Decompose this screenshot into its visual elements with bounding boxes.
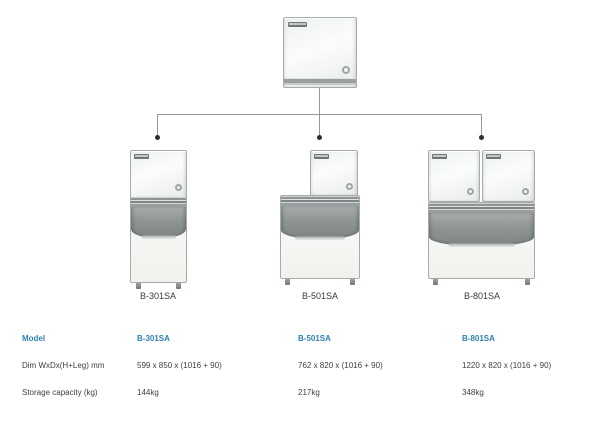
storage-bin (428, 202, 535, 279)
round-knob-icon (175, 184, 182, 191)
spec-row-model: Model B-301SA B-501SA B-801SA (0, 334, 600, 346)
round-knob-icon (346, 183, 353, 190)
machine-leg (285, 278, 290, 285)
door-handle (295, 236, 345, 240)
unit-caption: B-801SA (463, 291, 501, 301)
machine-head (428, 150, 480, 202)
spec-cell: B-501SA (298, 334, 331, 343)
vent-band (131, 197, 186, 207)
unit-caption: B-301SA (139, 291, 177, 301)
bin-door (429, 213, 534, 246)
unit-B-501SA (280, 150, 360, 290)
machine-leg (136, 282, 141, 289)
spec-cell: 762 x 820 x (1016 + 90) (298, 361, 383, 370)
unit-B-301SA (130, 150, 187, 290)
vent-band (429, 203, 534, 213)
spec-row-header: Storage capacity (kg) (22, 388, 98, 397)
nameplate (432, 154, 447, 159)
machine-head (482, 150, 535, 202)
connector-line (319, 88, 320, 115)
nameplate (134, 154, 149, 159)
spec-cell: 1220 x 820 x (1016 + 90) (462, 361, 552, 370)
spec-cell: B-301SA (137, 334, 170, 343)
spec-cell: 217kg (298, 388, 320, 397)
door-handle (141, 235, 176, 239)
connector-line (481, 114, 482, 136)
connector-dot (155, 135, 160, 140)
connector-line (157, 114, 158, 136)
storage-bin (280, 195, 360, 279)
nameplate (314, 154, 329, 159)
spec-row-dimensions: Dim WxDx(H+Leg) mm 599 x 850 x (1016 + 9… (0, 361, 600, 373)
round-knob-icon (522, 188, 529, 195)
spec-cell: B-801SA (462, 334, 495, 343)
round-knob-icon (467, 188, 474, 195)
machine-leg (433, 278, 438, 285)
connector-dot (479, 135, 484, 140)
machine-leg (525, 278, 530, 285)
connector-dot (317, 135, 322, 140)
door-handle (448, 243, 515, 247)
machine-head (131, 151, 186, 197)
nameplate (486, 154, 501, 159)
spec-row-storage: Storage capacity (kg) 144kg 217kg 348kg (0, 388, 600, 400)
unit-B-801SA (428, 150, 535, 292)
bin-door (131, 207, 186, 238)
spec-cell: 348kg (462, 388, 484, 397)
unit-caption: B-501SA (301, 291, 339, 301)
spec-cell: 599 x 850 x (1016 + 90) (137, 361, 222, 370)
bin-door (281, 206, 359, 239)
spec-row-header: Dim WxDx(H+Leg) mm (22, 361, 105, 370)
connector-line (319, 114, 320, 136)
nameplate (288, 22, 307, 27)
cabinet (130, 150, 187, 283)
vent-band (281, 196, 359, 206)
spec-cell: 144kg (137, 388, 159, 397)
round-knob-icon (342, 66, 350, 74)
vent-band (284, 78, 356, 85)
parent-head-unit (283, 17, 357, 88)
machine-leg (350, 278, 355, 285)
machine-leg (176, 282, 181, 289)
machine-head (310, 150, 358, 196)
spec-row-header: Model (22, 334, 46, 343)
